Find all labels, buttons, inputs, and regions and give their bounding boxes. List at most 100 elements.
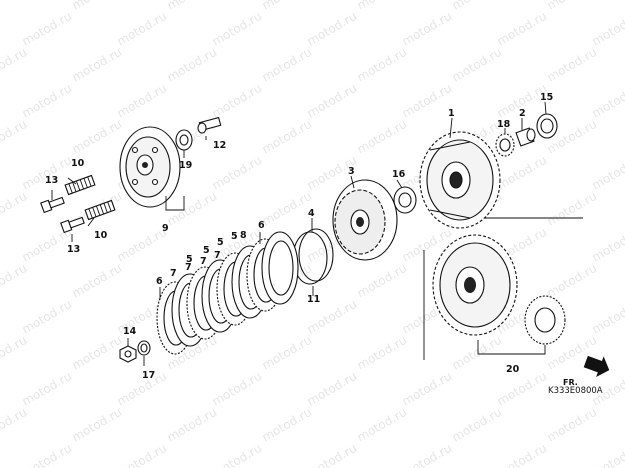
callout-7: 7 xyxy=(214,250,221,261)
watermark-text: motod.ru xyxy=(20,369,75,409)
watermark-text: motod.ru xyxy=(20,441,75,468)
watermark-text: motod.ru xyxy=(115,9,170,49)
clutch-outer xyxy=(419,131,501,229)
callout-10: 10 xyxy=(71,158,85,169)
watermark-text: motod.ru xyxy=(0,405,29,445)
watermark-text: motod.ru xyxy=(260,333,315,373)
watermark-text: motod.ru xyxy=(260,189,315,229)
callout-13: 13 xyxy=(45,175,58,186)
lock-washer xyxy=(137,340,151,356)
callout-5: 5 xyxy=(203,245,210,256)
watermark-text: motod.ru xyxy=(305,441,360,468)
callout-18: 18 xyxy=(497,119,511,130)
callout-5: 5 xyxy=(231,231,238,242)
watermark-text: motod.ru xyxy=(545,0,600,13)
watermark-text: motod.ru xyxy=(0,261,29,301)
callout-9: 9 xyxy=(162,223,169,234)
bolts xyxy=(40,196,85,234)
watermark-text: motod.ru xyxy=(210,369,265,409)
callout-17: 17 xyxy=(142,370,155,381)
needle-bearing xyxy=(495,133,515,157)
callout-4: 4 xyxy=(308,208,315,219)
watermark-text: motod.ru xyxy=(305,81,360,121)
callout-14: 14 xyxy=(123,326,137,337)
front-direction-arrow xyxy=(583,355,610,378)
watermark-text: motod.ru xyxy=(545,261,600,301)
watermark-text: motod.ru xyxy=(165,45,220,85)
watermark-text: motod.ru xyxy=(355,45,410,85)
watermark-text: motod.ru xyxy=(495,9,550,49)
callout-19: 19 xyxy=(179,160,192,171)
callout-3: 3 xyxy=(348,166,355,177)
release-bearing xyxy=(175,129,193,151)
callout-10: 10 xyxy=(94,230,108,241)
watermark-text: motod.ru xyxy=(210,441,265,468)
watermark-text: motod.ru xyxy=(590,9,625,49)
watermark-text: motod.ru xyxy=(210,9,265,49)
watermark-text: motod.ru xyxy=(115,81,170,121)
callout-7: 7 xyxy=(185,262,192,273)
watermark-text: motod.ru xyxy=(590,225,625,265)
watermark-text: motod.ru xyxy=(400,441,455,468)
watermark-text: motod.ru xyxy=(450,45,505,85)
watermark-text: motod.ru xyxy=(495,153,550,193)
watermark-text: motod.ru xyxy=(70,45,125,85)
watermark-text: motod.ru xyxy=(305,369,360,409)
watermark-text: motod.ru xyxy=(0,333,29,373)
primary-driven-gear xyxy=(432,234,566,345)
watermark-text: motod.ru xyxy=(0,45,29,85)
callout-1: 1 xyxy=(448,108,455,119)
watermark-text: motod.ru xyxy=(355,333,410,373)
clutch-plate xyxy=(261,231,299,305)
watermark-text: motod.ru xyxy=(165,0,220,13)
watermark-text: motod.ru xyxy=(495,369,550,409)
callout-2: 2 xyxy=(519,108,526,119)
watermark-text: motod.ru xyxy=(355,0,410,13)
watermark-text: motod.ru xyxy=(400,81,455,121)
lock-nut xyxy=(119,345,137,363)
callout-7: 7 xyxy=(170,268,177,279)
callout-15: 15 xyxy=(540,92,553,103)
watermark-text: motod.ru xyxy=(20,81,75,121)
watermark-text: motod.ru xyxy=(0,0,29,13)
watermark-text: motod.ru xyxy=(545,405,600,445)
watermark-text: motod.ru xyxy=(260,0,315,13)
watermark-text: motod.ru xyxy=(70,261,125,301)
callout-16: 16 xyxy=(392,169,406,180)
callout-11: 11 xyxy=(307,294,320,305)
watermark-text: motod.ru xyxy=(450,0,505,13)
callout-20: 20 xyxy=(506,364,520,375)
callout-5: 5 xyxy=(186,254,193,265)
watermark-text: motod.ru xyxy=(115,225,170,265)
watermark-text: motod.ru xyxy=(20,9,75,49)
watermark-text: motod.ru xyxy=(545,45,600,85)
callout-8: 8 xyxy=(240,230,247,241)
watermark-text: motod.ru xyxy=(355,261,410,301)
watermark-text: motod.ru xyxy=(165,405,220,445)
callout-5: 5 xyxy=(217,237,224,248)
watermark-text: motod.ru xyxy=(70,117,125,157)
watermark-text: motod.ru xyxy=(450,405,505,445)
front-label: FR. xyxy=(563,378,578,387)
collar xyxy=(515,127,536,147)
watermark-text: motod.ru xyxy=(590,81,625,121)
clutch-springs xyxy=(64,174,116,221)
watermark-text: motod.ru xyxy=(210,81,265,121)
callout-12: 12 xyxy=(213,140,226,151)
watermark-text: motod.ru xyxy=(165,189,220,229)
watermark-text: motod.ru xyxy=(400,369,455,409)
watermark-text: motod.ru xyxy=(70,333,125,373)
diagram-code: K333E0800A xyxy=(548,386,603,396)
clutch-plate-stack xyxy=(156,231,299,355)
watermark-text: motod.ru xyxy=(260,405,315,445)
watermark-text: motod.ru xyxy=(210,153,265,193)
watermark-text: motod.ru xyxy=(70,405,125,445)
pressure-plate xyxy=(119,126,181,208)
leader-lines xyxy=(51,101,547,366)
callout-13: 13 xyxy=(67,244,80,255)
watermark-text: motod.ru xyxy=(20,297,75,337)
watermark-text: motod.ru xyxy=(450,333,505,373)
